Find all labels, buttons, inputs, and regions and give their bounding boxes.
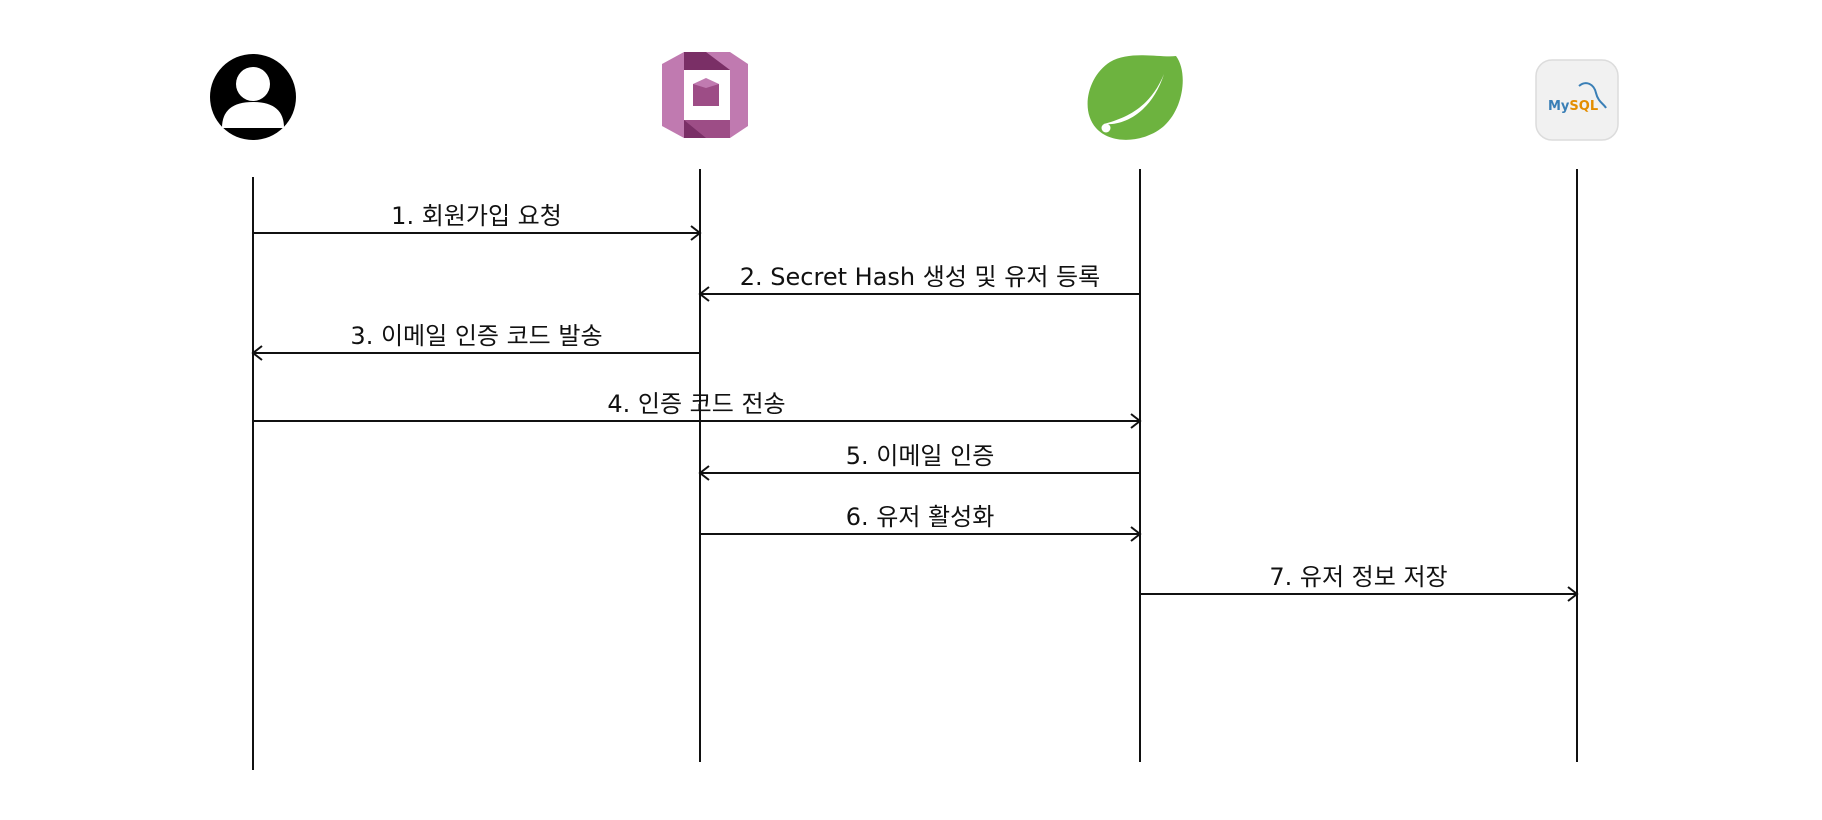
mysql-logo-my: My [1548, 99, 1570, 114]
message-label: 3. 이메일 인증 코드 발송 [350, 322, 602, 350]
message-label: 4. 인증 코드 전송 [607, 390, 785, 418]
message-2: 2. Secret Hash 생성 및 유저 등록 [698, 263, 1140, 302]
message-4: 4. 인증 코드 전송 [253, 390, 1142, 429]
aws-cognito-icon [662, 52, 748, 138]
message-label: 6. 유저 활성화 [846, 503, 995, 531]
message-3: 3. 이메일 인증 코드 발송 [251, 322, 700, 361]
message-arrowhead [1567, 586, 1579, 602]
message-label: 5. 이메일 인증 [846, 442, 995, 470]
message-arrowhead [698, 465, 710, 481]
user-avatar-icon [210, 54, 296, 140]
message-label: 7. 유저 정보 저장 [1269, 563, 1447, 591]
mysql-logo-sql: SQL [1569, 99, 1598, 114]
message-arrowhead [690, 225, 702, 241]
message-1: 1. 회원가입 요청 [253, 202, 702, 241]
message-label: 1. 회원가입 요청 [391, 202, 562, 230]
message-arrowhead [1130, 526, 1142, 542]
message-7: 7. 유저 정보 저장 [1140, 563, 1579, 602]
lifelines [252, 169, 1578, 770]
messages: 1. 회원가입 요청 2. Secret Hash 생성 및 유저 등록 3. 이메… [251, 202, 1579, 602]
svg-text:MySQL: MySQL [1548, 99, 1598, 114]
message-label: 2. Secret Hash 생성 및 유저 등록 [740, 263, 1100, 291]
message-6: 6. 유저 활성화 [700, 503, 1142, 542]
message-arrowhead [698, 286, 710, 302]
message-arrowhead [1130, 413, 1142, 429]
message-5: 5. 이메일 인증 [698, 442, 1140, 481]
spring-leaf-icon [1087, 55, 1183, 140]
message-arrowhead [251, 345, 263, 361]
mysql-icon: MySQL [1535, 59, 1619, 141]
